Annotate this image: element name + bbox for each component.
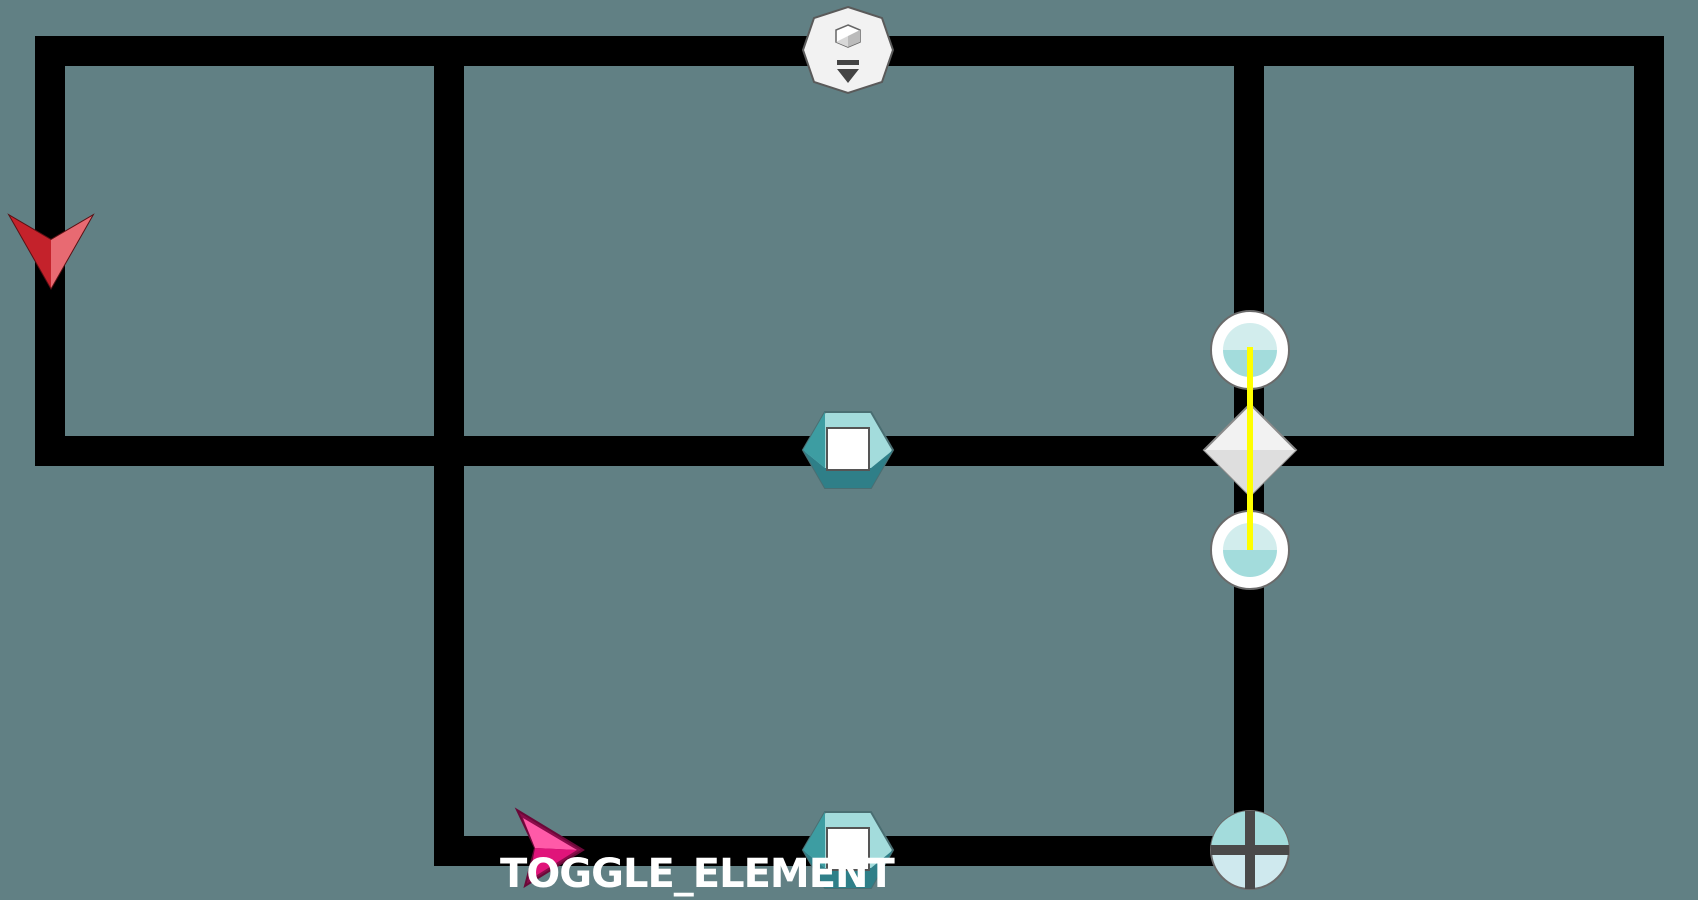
track-right-vertical [1634,36,1664,466]
crossroad-circle-icon [1210,810,1290,890]
half-filled-circle-icon [1210,509,1290,590]
pointer-cursor [514,807,585,889]
toggle-element-label: TOGGLE_ELEMENT [500,851,895,897]
dispenser-hexagon-icon [801,5,895,95]
dispenser-node[interactable] [801,5,895,95]
block-node-bottom[interactable] [801,810,895,890]
junction-node[interactable] [1202,402,1298,498]
player-marker[interactable] [7,212,95,291]
red-arrow-down-icon [7,213,95,291]
block-node-middle[interactable] [801,410,895,490]
half-filled-circle-icon [1210,310,1290,391]
switch-node-upper[interactable] [1209,309,1291,391]
track-inner-left-vertical [434,66,464,866]
teal-hexagon-square-icon [801,811,895,889]
teal-hexagon-square-icon [801,411,895,489]
white-diamond-icon [1202,402,1298,498]
end-node[interactable] [1209,809,1291,891]
switch-node-lower[interactable] [1209,509,1291,591]
pink-cursor-arrow-icon [514,807,585,889]
